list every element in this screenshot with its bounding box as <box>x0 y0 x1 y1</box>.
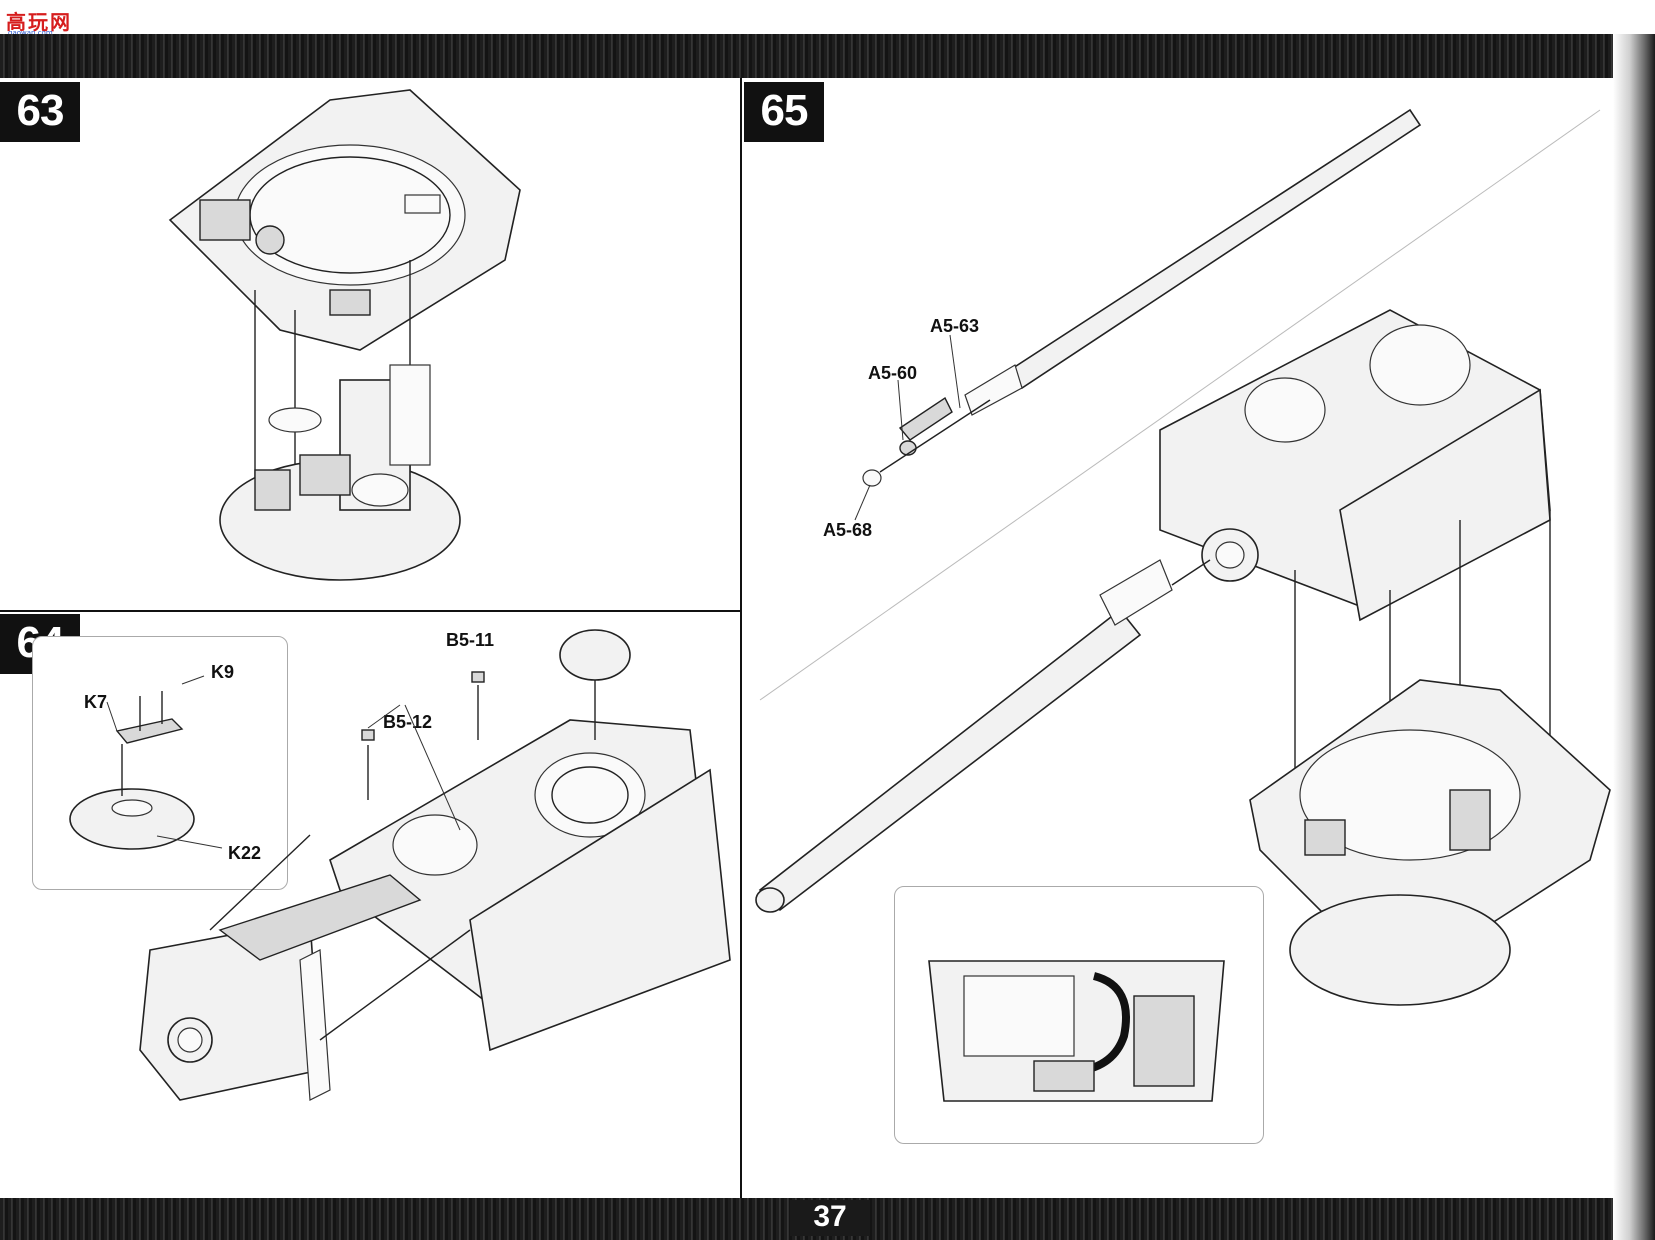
plate-detail <box>404 194 441 214</box>
leader-a5-63 <box>949 334 961 409</box>
front-side-plate <box>299 949 331 1101</box>
part-label-k7: K7 <box>84 692 108 712</box>
leader-a5-68 <box>854 484 871 521</box>
seat-cushion-2 <box>351 473 409 507</box>
b5-12-part <box>361 729 375 741</box>
turret-side-plate <box>469 768 731 1052</box>
k22-disc <box>69 788 195 850</box>
inset-box <box>1033 1060 1095 1092</box>
basket-equipment <box>254 469 291 511</box>
k22-recess <box>111 799 153 817</box>
parts-arrow <box>879 399 991 473</box>
lower-basket-equipment <box>1304 819 1346 856</box>
leader-b5-12-a <box>367 704 401 729</box>
b5-11-part <box>471 671 485 683</box>
step-64-callout-box <box>32 636 288 890</box>
leader-k22 <box>156 835 223 849</box>
site-watermark-logo: 高玩网 gaowan.com <box>6 6 76 37</box>
a5-63-part <box>898 396 953 441</box>
hatch-detail <box>255 225 285 255</box>
page-gutter-shadow <box>1613 34 1655 1240</box>
leader-k7 <box>106 701 118 732</box>
guide-line <box>759 109 1601 701</box>
leader-b5-12-b <box>404 704 461 831</box>
turret-cupola <box>1369 324 1471 406</box>
part-label-b5-11: B5-11 <box>446 630 495 650</box>
part-label-a5-63: A5-63 <box>930 316 980 336</box>
page-number: 37 <box>790 1200 870 1236</box>
panel-divider-horizontal <box>0 610 740 612</box>
gun-bore <box>177 1027 203 1053</box>
panel-divider-vertical <box>740 78 742 1198</box>
periscope-cover <box>559 629 631 681</box>
step-64-main-illustration <box>139 629 731 1101</box>
lower-seat-back <box>1449 789 1491 851</box>
assembly-arrow-b <box>319 929 471 1041</box>
barrel-arrow <box>1171 559 1211 586</box>
a5-68-part <box>862 469 882 487</box>
gun-barrel-lower <box>758 608 1142 912</box>
seat-cushion <box>268 407 322 433</box>
cupola <box>534 752 646 838</box>
mantlet-bore <box>1215 541 1245 569</box>
turret-ring <box>234 144 466 286</box>
step-65-number: 65 <box>744 82 824 142</box>
step-64-callout-illustration <box>69 675 223 850</box>
inset-cable <box>1078 972 1130 1075</box>
k7-lever <box>115 718 184 744</box>
lower-basket-disc <box>1289 894 1511 1006</box>
step-63-number: 63 <box>0 82 80 142</box>
barrel-sleeve <box>964 364 1023 416</box>
ammo-rack-detail <box>199 199 251 241</box>
fan-detail <box>329 289 371 316</box>
part-label-k22: K22 <box>228 843 262 863</box>
inset-equipment <box>1133 995 1195 1087</box>
seat-back <box>389 364 431 466</box>
gun-breech <box>218 874 422 961</box>
assembly-arrow-a <box>209 834 311 931</box>
site-logo-subtext: gaowan.com <box>8 29 53 37</box>
part-label-a5-60: A5-60 <box>868 363 918 383</box>
part-label-b5-12: B5-12 <box>383 712 433 732</box>
top-band <box>0 34 1655 78</box>
leader-k9 <box>181 675 205 685</box>
step-65-inset-illustration <box>928 960 1225 1102</box>
part-label-k9: K9 <box>211 662 235 682</box>
cupola-inner <box>551 766 629 824</box>
site-logo-text: 高玩网 <box>6 12 72 34</box>
turret-hatch <box>1244 377 1326 443</box>
step-63-illustration <box>168 89 521 581</box>
inset-panel <box>963 975 1075 1057</box>
commander-hatch <box>392 814 478 876</box>
lower-barrel-sleeve <box>1099 559 1173 626</box>
step-65-illustration <box>755 108 1611 1006</box>
basket-gear <box>299 454 351 496</box>
leader-a5-60 <box>897 379 904 441</box>
muzzle-brake <box>755 887 785 913</box>
part-label-a5-68: A5-68 <box>823 520 873 540</box>
